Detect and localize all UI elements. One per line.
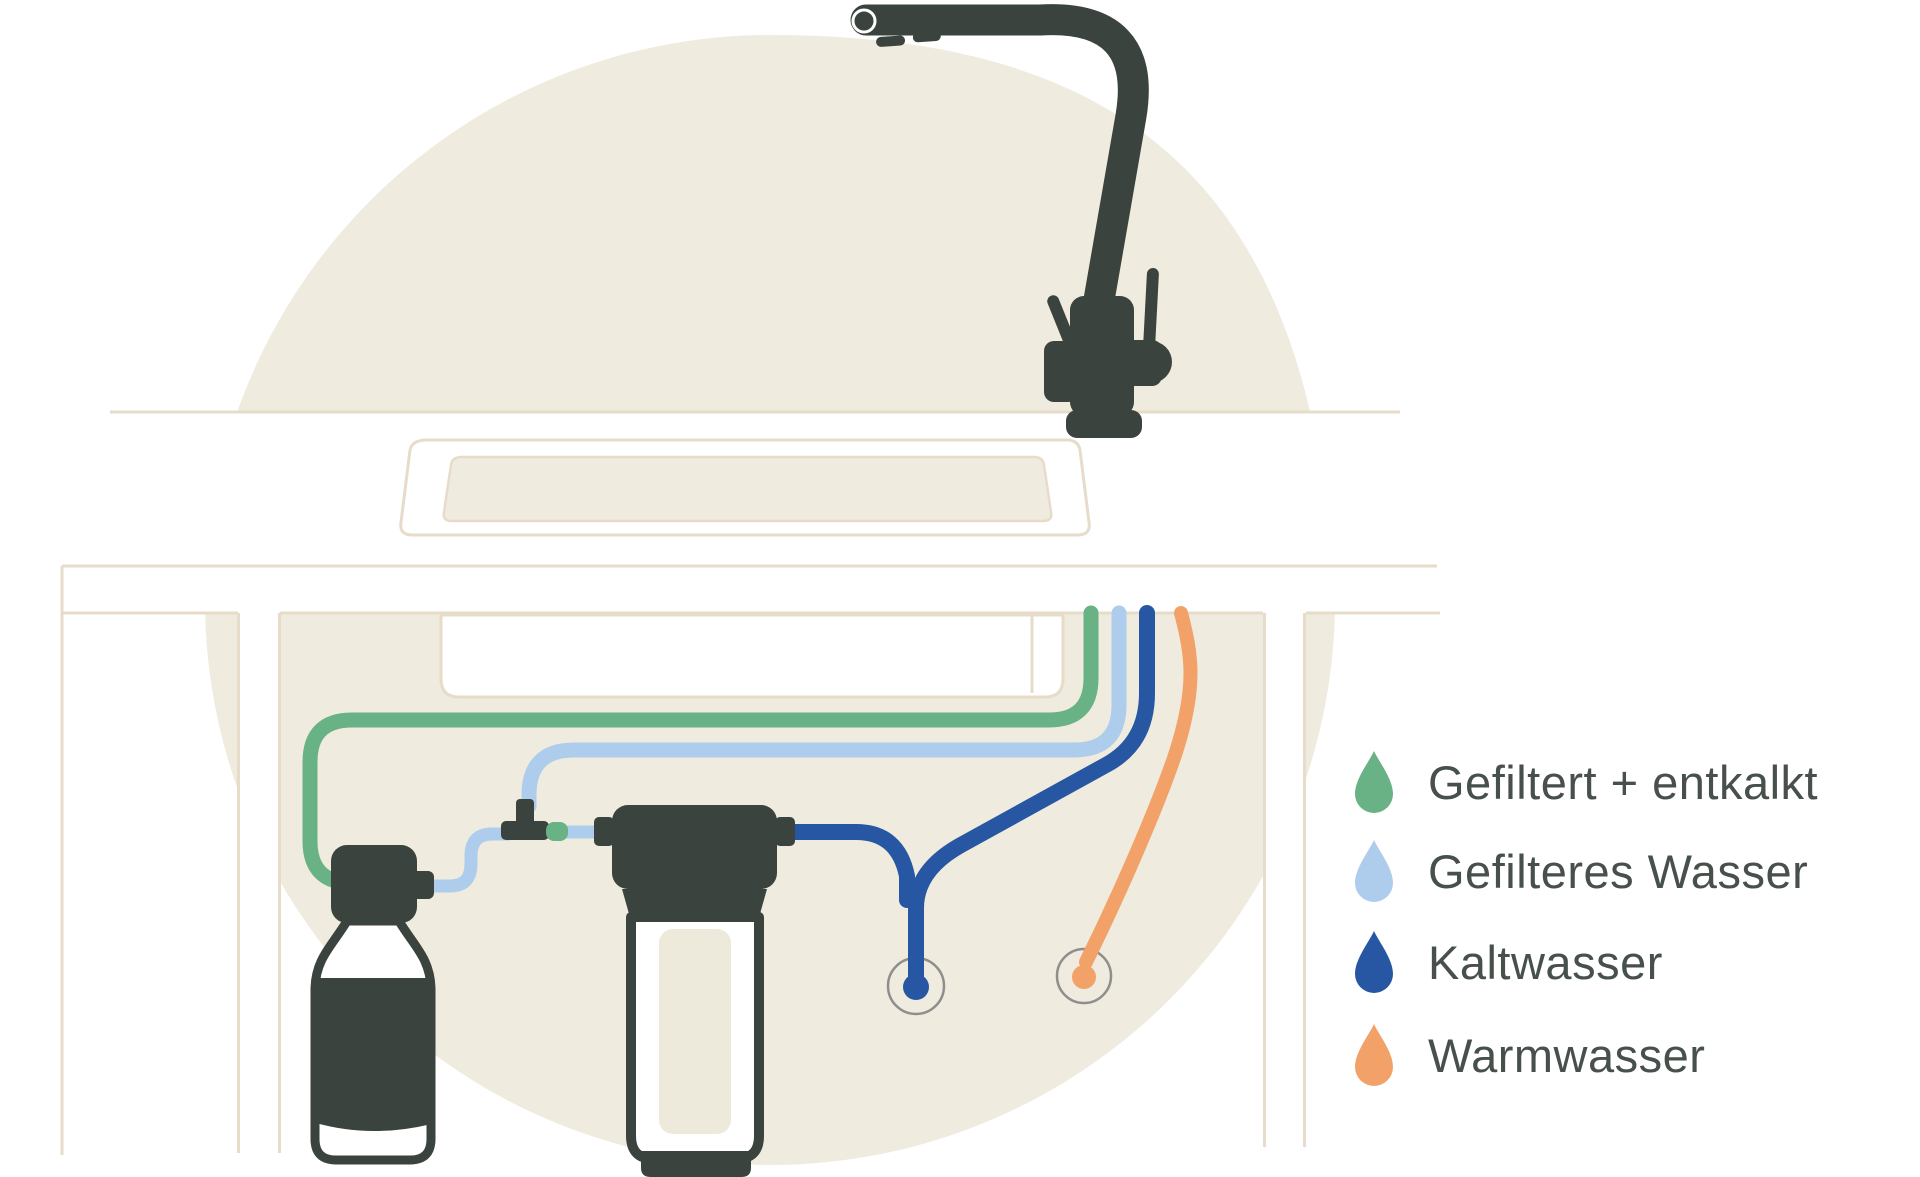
aerator-dash	[912, 31, 941, 43]
filter-unit	[594, 805, 795, 1177]
tank-dark-band	[315, 978, 431, 1131]
faucet-right-knob	[1130, 341, 1172, 383]
pipe-cold-filter-branch	[786, 824, 915, 908]
left-cabinet-panel	[238, 613, 280, 1153]
green-connector-fitting	[546, 822, 568, 841]
faucet-left-lever	[1047, 295, 1075, 345]
faucet-aerator-dashes	[876, 31, 941, 47]
filter-outlet-nub	[775, 817, 795, 846]
faucet-base-collar	[1066, 410, 1142, 438]
faucet-right-lever	[1143, 268, 1159, 352]
warm-wall-outlet-ring	[1055, 947, 1113, 1005]
cabinet-lines	[60, 410, 1440, 1155]
pipe-cold-main	[908, 605, 1155, 986]
faucet	[850, 4, 1172, 438]
pipe-warm	[1079, 606, 1198, 969]
cold-wall-outlet-dot	[903, 974, 929, 1000]
filter-inlet-nub	[594, 817, 614, 846]
aerator-dash	[876, 35, 906, 47]
tee-fitting-bar	[501, 821, 549, 840]
softening-tank	[310, 845, 436, 1165]
pipes	[302, 605, 1198, 986]
sink-underside-box	[439, 613, 1065, 699]
warm-wall-outlet-dot	[1072, 965, 1096, 989]
filter-bottom-cap	[641, 1151, 751, 1177]
filter-canister-inner	[659, 929, 731, 1134]
filter-head	[612, 805, 777, 889]
tank-cap	[331, 845, 417, 923]
pipe-filtered-main	[521, 605, 1127, 814]
faucet-spout	[850, 4, 1149, 316]
pipe-filtered-tank-link	[421, 827, 515, 893]
faucet-body	[1070, 296, 1134, 416]
pipe-filtered-softened	[302, 605, 1099, 891]
right-cabinet-panel	[1263, 613, 1306, 1147]
tee-fitting-stem	[516, 799, 534, 827]
sink-bowl-basin	[442, 455, 1053, 523]
faucet-left-lobe	[1044, 341, 1078, 402]
tee-fitting	[501, 799, 568, 841]
faucet-spout-opening	[851, 8, 877, 34]
